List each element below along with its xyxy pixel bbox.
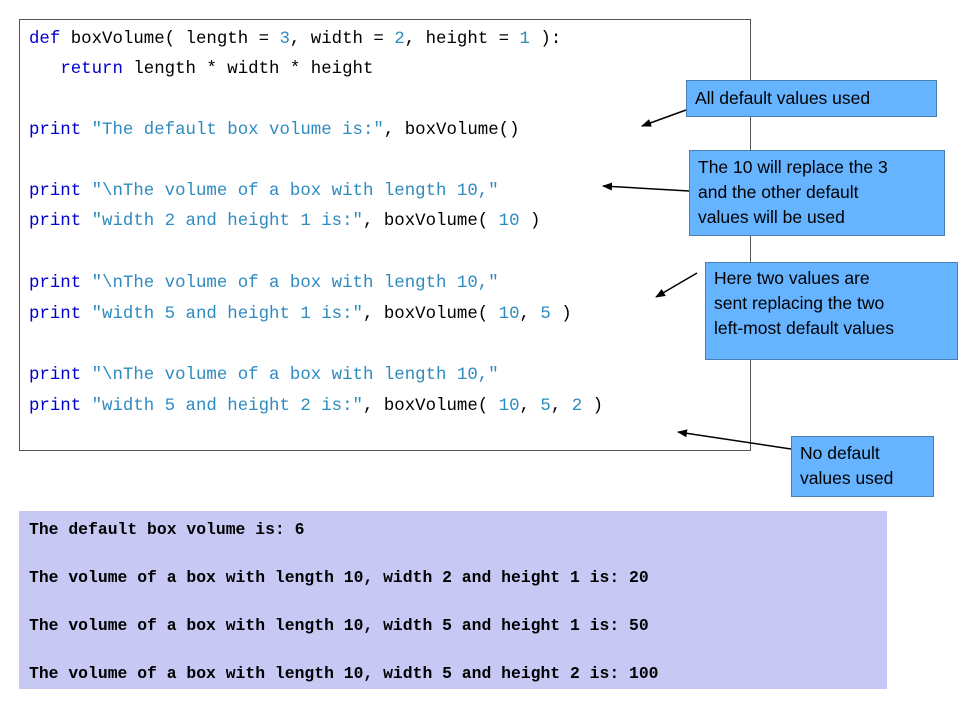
number: 5	[540, 397, 551, 416]
output-line: The volume of a box with length 10, widt…	[29, 616, 649, 635]
string-literal: "width 2 and height 1 is:"	[91, 212, 363, 231]
code-text: , boxVolume()	[383, 121, 520, 140]
code-text: , width =	[289, 30, 395, 49]
keyword: print	[29, 121, 82, 140]
callout-no-default: No default values used	[791, 436, 934, 497]
callout-line: The 10 will replace the 3	[698, 157, 888, 177]
string-literal: "width 5 and height 2 is:"	[91, 397, 363, 416]
keyword: return	[60, 60, 123, 79]
number: 2	[571, 397, 583, 416]
space	[81, 182, 91, 201]
space	[81, 274, 91, 293]
number: 2	[394, 30, 405, 49]
callout-text: All default values used	[695, 88, 871, 108]
string-literal: "\nThe volume of a box with length 10,"	[91, 182, 499, 201]
code-line-print-1b: print "width 2 and height 1 is:", boxVol…	[29, 212, 540, 232]
code-text: , boxVolume(	[362, 305, 499, 324]
callout-line: left-most default values	[714, 318, 894, 338]
indent	[29, 60, 60, 79]
number: 10	[498, 212, 520, 231]
number: 5	[540, 305, 551, 324]
callout-line: sent replacing the two	[714, 293, 885, 313]
code-text: length * width * height	[122, 60, 374, 79]
callout-line: values will be used	[698, 207, 845, 227]
code-line-print-default: print "The default box volume is:", boxV…	[29, 121, 520, 141]
code-text: ):	[529, 30, 562, 49]
output-line: The volume of a box with length 10, widt…	[29, 664, 659, 683]
code-text: ,	[550, 397, 572, 416]
code-line-print-3b: print "width 5 and height 2 is:", boxVol…	[29, 397, 603, 417]
string-literal: "width 5 and height 1 is:"	[91, 305, 363, 324]
callout-line: and the other default	[698, 182, 859, 202]
space	[81, 305, 91, 324]
space	[81, 121, 91, 140]
code-line-print-1a: print "\nThe volume of a box with length…	[29, 182, 499, 202]
keyword: def	[29, 30, 61, 49]
callout-two-values: Here two values are sent replacing the t…	[705, 262, 958, 360]
code-line-return: return length * width * height	[29, 60, 373, 80]
output-line: The default box volume is: 6	[29, 520, 305, 539]
string-literal: "\nThe volume of a box with length 10,"	[91, 274, 499, 293]
keyword: print	[29, 212, 82, 231]
keyword: print	[29, 274, 82, 293]
code-text: )	[550, 305, 572, 324]
space	[81, 366, 91, 385]
keyword: print	[29, 397, 82, 416]
keyword: print	[29, 305, 82, 324]
keyword: print	[29, 182, 82, 201]
code-line-print-2b: print "width 5 and height 1 is:", boxVol…	[29, 305, 572, 325]
callout-line: No default	[800, 443, 880, 463]
code-panel: def boxVolume( length = 3, width = 2, he…	[19, 19, 751, 451]
output-line: The volume of a box with length 10, widt…	[29, 568, 649, 587]
code-line-print-2a: print "\nThe volume of a box with length…	[29, 274, 499, 294]
code-text: ,	[519, 397, 541, 416]
number: 3	[279, 30, 290, 49]
string-literal: "\nThe volume of a box with length 10,"	[91, 366, 499, 385]
code-text: , boxVolume(	[362, 397, 499, 416]
code-text: ,	[519, 305, 541, 324]
space	[81, 397, 91, 416]
code-text: boxVolume( length =	[60, 30, 280, 49]
callout-line: Here two values are	[714, 268, 870, 288]
string-literal: "The default box volume is:"	[91, 121, 384, 140]
number: 10	[498, 397, 520, 416]
number: 10	[498, 305, 520, 324]
keyword: print	[29, 366, 82, 385]
code-text: )	[582, 397, 604, 416]
callout-replace-3: The 10 will replace the 3 and the other …	[689, 150, 945, 236]
code-text: , boxVolume(	[362, 212, 499, 231]
callout-line: values used	[800, 468, 894, 488]
code-line-print-3a: print "\nThe volume of a box with length…	[29, 366, 499, 386]
code-text: , height =	[404, 30, 520, 49]
callout-all-default: All default values used	[686, 80, 937, 117]
space	[81, 212, 91, 231]
number: 1	[519, 30, 530, 49]
code-line-def: def boxVolume( length = 3, width = 2, he…	[29, 30, 561, 50]
program-output-panel: The default box volume is: 6 The volume …	[19, 511, 887, 689]
code-text: )	[519, 212, 541, 231]
